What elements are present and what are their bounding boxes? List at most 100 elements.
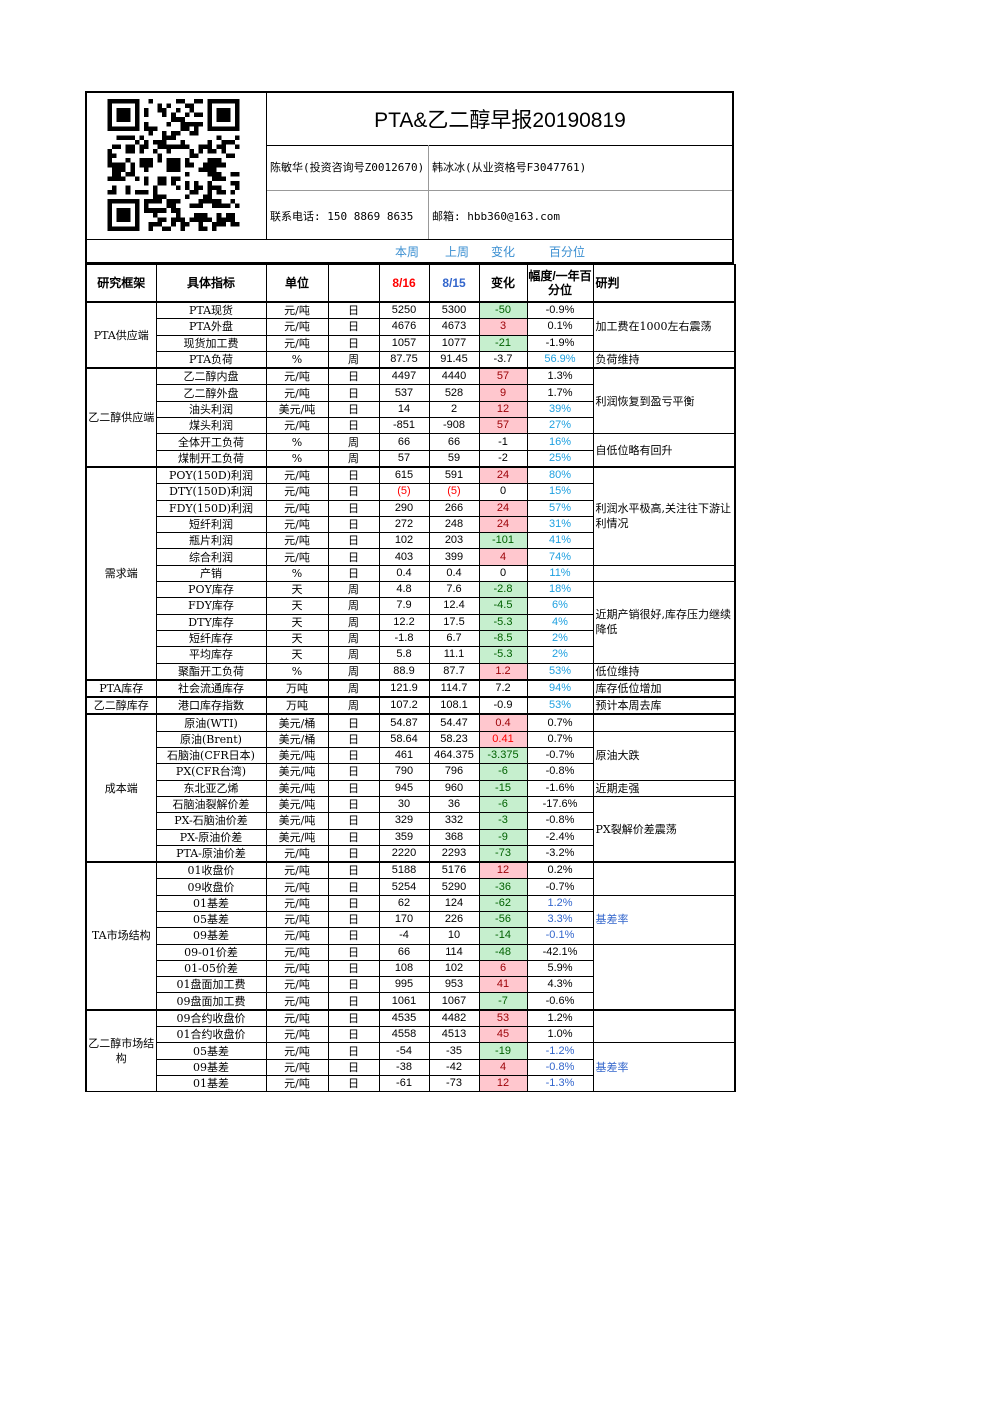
judgement-note: 基差率 [592, 1042, 736, 1093]
indicator-unit: 美元/吨 [265, 828, 329, 846]
value-current: 58.64 [378, 730, 430, 749]
value-percentile: 18% [526, 581, 594, 599]
indicator-unit: 美元/吨 [265, 795, 329, 814]
indicator-unit: 元/吨 [265, 1074, 329, 1093]
value-previous: 332 [428, 812, 480, 830]
value-percentile: -1.3% [526, 1074, 594, 1093]
indicator-name: PX-原油价差 [155, 828, 267, 846]
indicator-frequency: 日 [327, 465, 380, 485]
indicator-name: PTA现货 [155, 301, 267, 320]
value-change: -36 [478, 878, 528, 896]
indicator-unit: 天 [265, 646, 329, 664]
value-change: -21 [478, 334, 528, 352]
indicator-name: 01盘面加工费 [155, 976, 267, 994]
value-percentile: 2% [526, 629, 594, 648]
indicator-name: 油头利润 [155, 400, 267, 419]
indicator-unit: 元/吨 [265, 1058, 329, 1076]
indicator-unit: 美元/桶 [265, 713, 329, 732]
col-date-previous: 8/15 [428, 264, 480, 303]
value-percentile: 15% [526, 483, 594, 501]
value-percentile: -1.2% [526, 1042, 594, 1060]
value-change: -5.3 [478, 646, 528, 664]
contact-email[interactable]: 邮箱: hbb360@163.com [432, 210, 560, 223]
value-change: 4 [478, 548, 528, 566]
value-change: 0.41 [478, 730, 528, 749]
value-current: 537 [378, 384, 430, 402]
indicator-frequency: 日 [327, 1008, 380, 1028]
indicator-unit: % [265, 350, 329, 369]
value-percentile: 27% [526, 417, 594, 435]
indicator-frequency: 日 [327, 730, 380, 749]
indicator-name: 东北亚乙烯 [155, 779, 267, 797]
indicator-frequency: 日 [327, 1042, 380, 1060]
value-previous: 7.6 [428, 581, 480, 599]
value-percentile: -3.2% [526, 844, 594, 863]
indicator-name: 短纤利润 [155, 515, 267, 534]
judgement-note [592, 564, 736, 583]
value-current: 30 [378, 795, 430, 814]
value-percentile: -0.1% [526, 927, 594, 945]
indicator-unit: % [265, 662, 329, 681]
judgement-note: 利润恢复到盈亏平衡 [592, 367, 736, 435]
value-percentile: 0.2% [526, 861, 594, 880]
value-current: 170 [378, 910, 430, 929]
value-change: 3 [478, 318, 528, 336]
indicator-unit: 天 [265, 613, 329, 631]
value-change: -19 [478, 1042, 528, 1060]
indicator-name: 05基差 [155, 1042, 267, 1060]
value-previous: 5176 [428, 861, 480, 880]
value-percentile: 56.9% [526, 350, 594, 369]
value-previous: 124 [428, 894, 480, 912]
value-change: 0 [478, 483, 528, 501]
value-current: 615 [378, 465, 430, 485]
indicator-frequency: 周 [327, 662, 380, 681]
indicator-name: FDY库存 [155, 597, 267, 615]
value-previous: 368 [428, 828, 480, 846]
value-percentile: 2% [526, 646, 594, 664]
indicator-unit: 美元/吨 [265, 779, 329, 797]
value-previous: 17.5 [428, 613, 480, 631]
indicator-name: PX-石脑油价差 [155, 812, 267, 830]
value-previous: 58.23 [428, 730, 480, 749]
judgement-note: 基差率 [592, 894, 736, 945]
value-change: -14 [478, 927, 528, 945]
indicator-unit: 元/吨 [265, 548, 329, 566]
value-percentile: -0.7% [526, 747, 594, 765]
indicator-name: 港口库存指数 [155, 696, 267, 715]
indicator-name: POY(150D)利润 [155, 465, 267, 485]
indicator-table: 研究框架 具体指标 单位 8/16 8/15 变化 幅度/一年百分位 研判 PT… [85, 264, 736, 1093]
section-category: PTA供应端 [85, 300, 157, 369]
value-current: 4535 [378, 1008, 430, 1028]
indicator-frequency: 日 [327, 1058, 380, 1076]
value-change: -0.9 [478, 696, 528, 715]
contact-phone: 联系电话: 150 8869 8635 [270, 210, 414, 223]
value-percentile: 57% [526, 499, 594, 517]
value-change: -73 [478, 844, 528, 863]
value-current: 945 [378, 779, 430, 797]
analyst-2: 韩冰冰(从业资格号F3047761) [432, 161, 587, 174]
value-current: -54 [378, 1042, 430, 1060]
value-previous: 4440 [428, 367, 480, 386]
value-current: 107.2 [378, 696, 430, 715]
indicator-frequency: 周 [327, 696, 380, 715]
value-change: 0.4 [478, 713, 528, 732]
value-previous: 1067 [428, 992, 480, 1011]
indicator-frequency: 日 [327, 334, 380, 352]
value-previous: 5300 [428, 301, 480, 320]
value-current: 88.9 [378, 662, 430, 681]
value-percentile: -2.4% [526, 828, 594, 846]
value-current: 329 [378, 812, 430, 830]
indicator-unit: 元/吨 [265, 959, 329, 978]
